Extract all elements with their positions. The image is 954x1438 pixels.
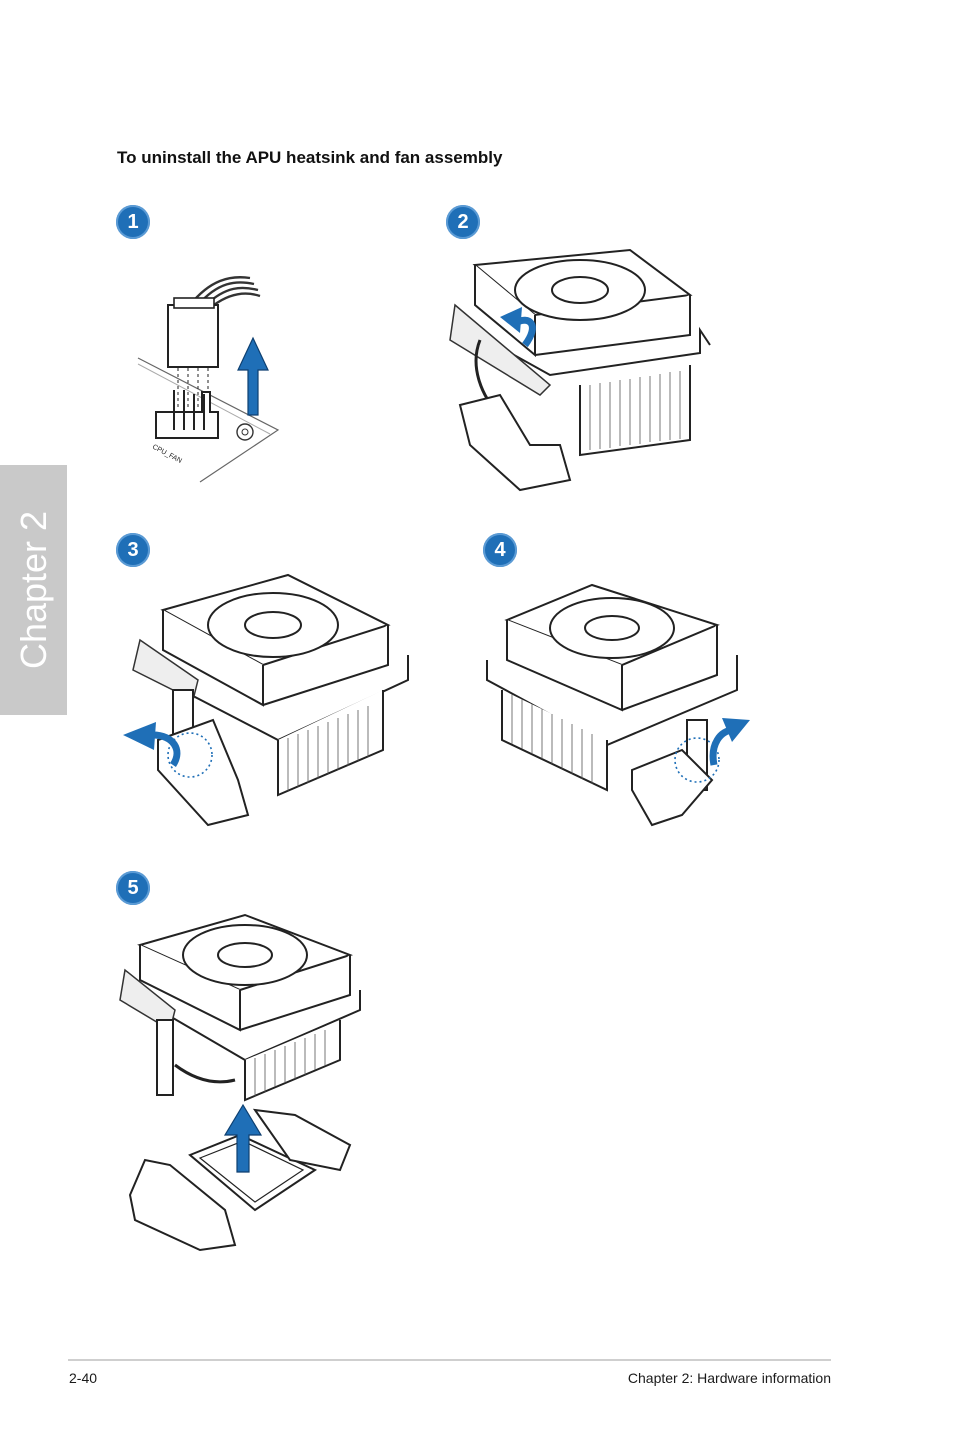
step-1-badge: 1: [116, 205, 150, 239]
section-heading: To uninstall the APU heatsink and fan as…: [117, 148, 503, 167]
step-5-lift-heatsink-illustration: [119, 913, 361, 1252]
page-number: 2-40: [69, 1370, 98, 1386]
step-4-badge: 4: [483, 533, 517, 567]
step-2-heatsink-lever-illustration: [449, 248, 711, 492]
step-5-badge: 5: [116, 871, 150, 905]
step-2-badge: 2: [446, 205, 480, 239]
footer-divider: [68, 1359, 831, 1361]
step-3-badge: 3: [116, 533, 150, 567]
chapter-tab-label: Chapter 2: [12, 510, 54, 670]
footer-chapter-title: Chapter 2: Hardware information: [627, 1370, 831, 1386]
step-4-heatsink-right-clip-illustration: [486, 583, 750, 827]
chapter-tab: Chapter 2: [0, 465, 67, 715]
step-3-heatsink-left-clip-illustration: [123, 573, 409, 827]
step-1-fan-connector-illustration: CPU_FAN: [137, 276, 280, 483]
cpu-fan-connector-label: CPU_FAN: [151, 444, 183, 465]
